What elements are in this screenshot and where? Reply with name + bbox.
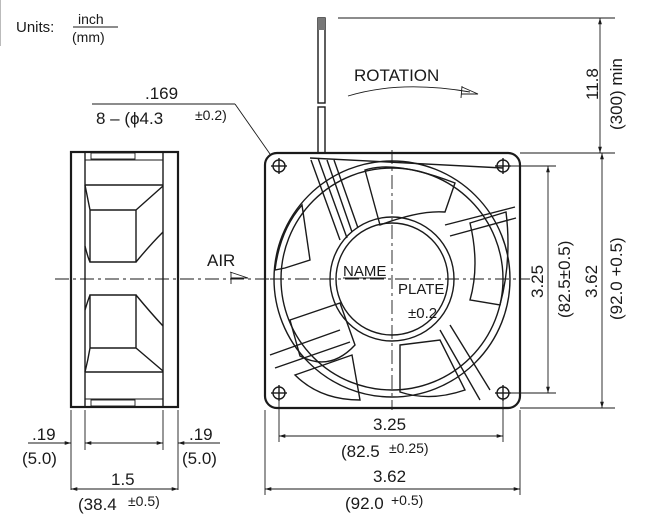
rotation-label: ROTATION xyxy=(354,66,439,85)
hole-pitch-v-mm: (82.5±0.5) xyxy=(555,241,574,318)
lead-wire-inch: 11.8 xyxy=(583,68,602,100)
hole-pitch-h-inch: 3.25 xyxy=(373,415,406,434)
rotation-indicator: ROTATION xyxy=(347,66,479,99)
width-mm: (92.0 xyxy=(345,494,384,513)
lead-wire-dimension: 11.8 (300) min xyxy=(583,18,626,153)
front-vertical-dimensions: 3.25 (82.5±0.5) 3.62 (92.0 +0.5) xyxy=(508,152,626,409)
left-flange-inch: .19 xyxy=(32,425,56,444)
height-inch: 3.62 xyxy=(582,265,601,298)
hole-pitch-h-tolerance: ±0.25) xyxy=(389,440,429,456)
hole-inch-label: .169 xyxy=(145,84,178,103)
units-label: Units: xyxy=(16,19,54,36)
nameplate-tolerance: ±0.2 xyxy=(408,305,437,322)
units-legend: Units: inch (mm) xyxy=(16,11,118,45)
side-view-dimensions: .19 (5.0) .19 (5.0) 1.5 (38.4 ±0.5) xyxy=(22,410,220,514)
width-inch: 3.62 xyxy=(373,467,406,486)
hole-tolerance-label: ±0.2) xyxy=(195,107,227,123)
width-tolerance: +0.5) xyxy=(391,492,423,508)
air-label: AIR xyxy=(207,251,235,270)
nameplate-line1: NAME xyxy=(343,263,386,280)
airflow-indicator: AIR xyxy=(207,251,249,284)
units-denominator: (mm) xyxy=(72,29,105,45)
hole-pitch-v-inch: 3.25 xyxy=(528,265,547,298)
height-mm: (92.0 +0.5) xyxy=(607,237,626,320)
hole-spec-label: 8 – (ϕ4.3 xyxy=(96,109,163,128)
nameplate-line2: PLATE xyxy=(398,281,444,298)
depth-mm: (38.4 xyxy=(78,495,117,514)
hole-pitch-h-mm: (82.5 xyxy=(341,442,380,461)
nameplate: NAME PLATE ±0.2 xyxy=(343,263,444,322)
left-flange-mm: (5.0) xyxy=(22,449,57,468)
side-view xyxy=(55,150,270,409)
lead-wire-mm: (300) min xyxy=(607,58,626,130)
right-flange-inch: .19 xyxy=(189,425,213,444)
front-view xyxy=(263,150,530,410)
depth-tolerance: ±0.5) xyxy=(128,493,160,509)
right-flange-mm: (5.0) xyxy=(182,449,217,468)
depth-inch: 1.5 xyxy=(111,470,135,489)
lead-wire xyxy=(317,17,615,154)
front-horizontal-dimensions: 3.25 (82.5 ±0.25) 3.62 (92.0 +0.5) xyxy=(264,400,521,513)
units-divider xyxy=(0,0,5,46)
units-numerator: inch xyxy=(78,11,104,27)
mounting-hole-callout: .169 8 – (ϕ4.3 ±0.2) xyxy=(92,84,271,155)
